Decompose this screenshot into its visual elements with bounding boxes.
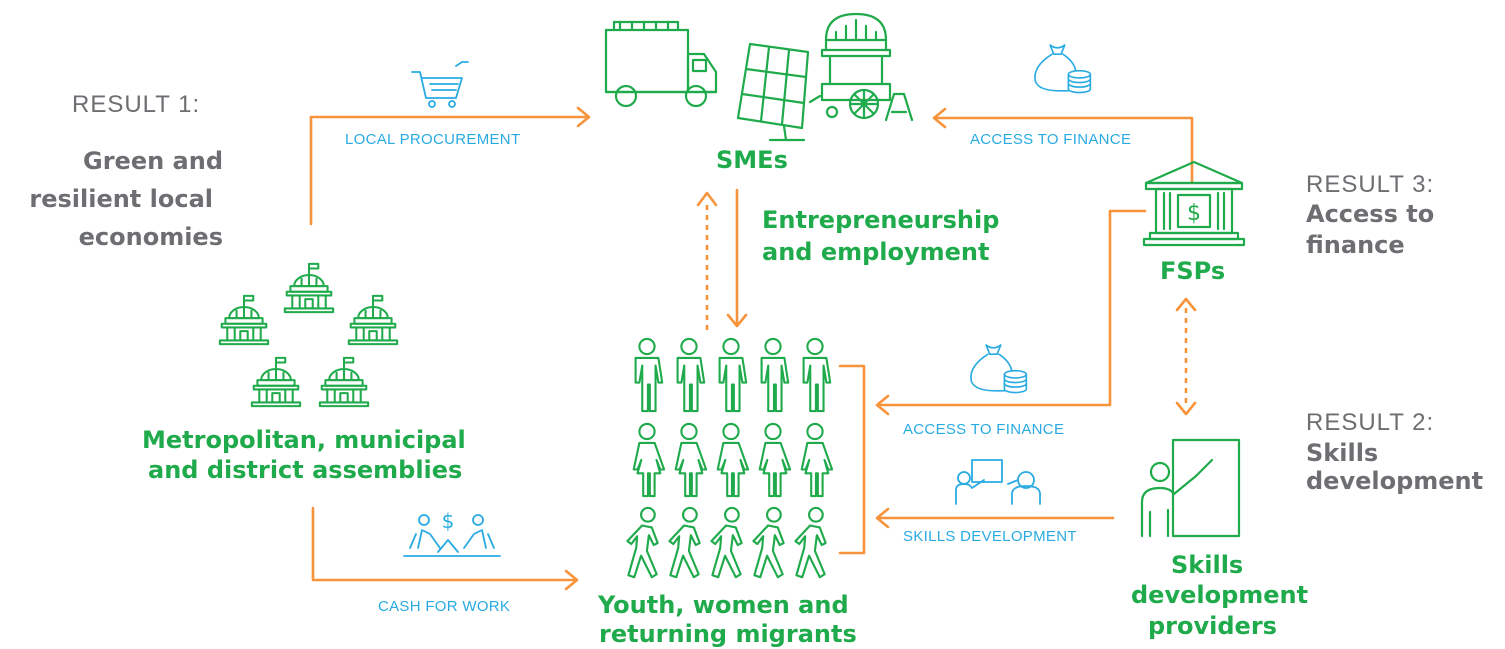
result-1-title-line-1: Green and — [83, 147, 223, 175]
result-3-heading: RESULT 3: — [1306, 171, 1435, 198]
market-cart-icon — [808, 12, 914, 122]
walking-person-icon — [626, 506, 827, 579]
teacher-board-icon — [1140, 438, 1241, 538]
money-bag-coins-icon — [1034, 44, 1092, 94]
svg-text:$: $ — [1187, 201, 1201, 226]
smes-label: SMEs — [716, 146, 788, 174]
youth-label-line-2: returning migrants — [599, 620, 857, 648]
svg-text:$: $ — [442, 509, 455, 533]
result-3-title-line-1: Access to — [1306, 200, 1435, 228]
bank-icon: $ — [1142, 160, 1246, 247]
woman-icon — [632, 422, 834, 498]
access-to-finance-mid-arrow — [876, 209, 1147, 407]
entrepreneurship-label-line-2: and employment — [762, 238, 990, 266]
assemblies-label-line-2: and district assemblies — [148, 456, 463, 484]
shopping-cart-icon — [411, 61, 469, 108]
result-2-heading: RESULT 2: — [1306, 409, 1435, 436]
skills-providers-label-line-2: development — [1131, 581, 1309, 609]
delivery-truck-icon — [604, 20, 718, 108]
local-procurement-arrow — [309, 115, 590, 226]
skills-providers-label-line-3: providers — [1148, 612, 1277, 640]
entrepreneurship-label-line-1: Entrepreneurship — [762, 206, 1000, 234]
solar-panel-icon — [736, 42, 810, 142]
assemblies-label-line-1: Metropolitan, municipal — [142, 426, 466, 454]
access-to-finance-top-label: ACCESS TO FINANCE — [970, 131, 1132, 148]
cash-for-work-arrow — [311, 506, 578, 582]
workers-money-icon: $ — [403, 509, 501, 557]
result-1-heading: RESULT 1: — [72, 91, 201, 118]
access-to-finance-top-arrow — [933, 116, 1194, 185]
result-2-title-line-2: development — [1306, 467, 1484, 495]
fsps-label: FSPs — [1160, 257, 1226, 285]
classroom-icon — [955, 459, 1041, 505]
result-2-title-line-1: Skills — [1306, 439, 1379, 467]
access-to-finance-mid-label: ACCESS TO FINANCE — [903, 421, 1065, 438]
local-procurement-label: LOCAL PROCUREMENT — [345, 131, 521, 148]
result-1-title-line-2: resilient local — [29, 185, 213, 213]
youth-label-line-1: Youth, women and — [598, 591, 849, 619]
result-3-title-line-2: finance — [1306, 231, 1405, 259]
result-1-title-line-3: economies — [78, 223, 223, 251]
government-building-icon — [218, 262, 399, 408]
youth-bracket — [838, 364, 866, 555]
man-icon — [634, 337, 832, 413]
cash-for-work-label: CASH FOR WORK — [378, 598, 511, 615]
skills-development-label: SKILLS DEVELOPMENT — [903, 528, 1077, 545]
skills-providers-label-line-1: Skills — [1171, 551, 1244, 579]
money-bag-coins-icon — [970, 344, 1028, 394]
